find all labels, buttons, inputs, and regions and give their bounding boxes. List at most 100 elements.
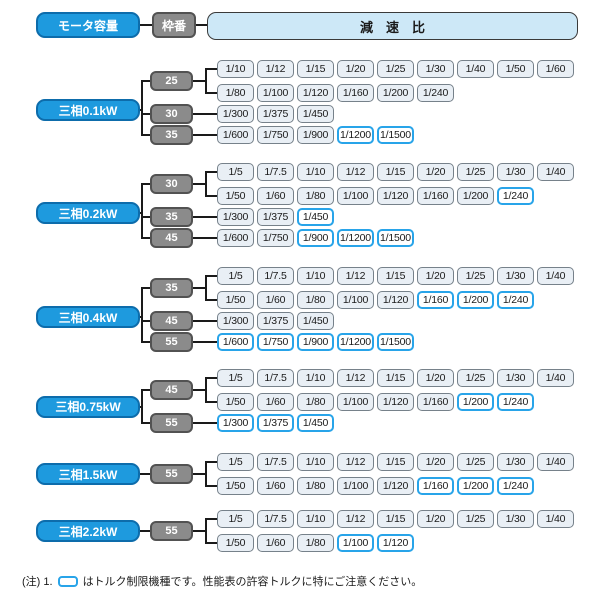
ratio-box: 1/240 (417, 84, 454, 102)
ratio-box: 1/160 (417, 393, 454, 411)
ratio-box: 1/12 (337, 453, 374, 471)
ratio-box: 1/60 (257, 187, 294, 205)
motor-capacity-box: 三相0.2kW (36, 202, 140, 224)
ratio-box: 1/40 (537, 369, 574, 387)
frame-number-box: 45 (150, 311, 193, 331)
ratio-box-torque-limited: 1/300 (217, 414, 254, 432)
ratio-box: 1/5 (217, 510, 254, 528)
ratio-box-torque-limited: 1/120 (377, 534, 414, 552)
ratio-box: 1/50 (217, 477, 254, 495)
connector-line (141, 389, 150, 391)
connector-line (205, 171, 217, 173)
ratio-box-torque-limited: 1/240 (497, 187, 534, 205)
connector-line (141, 183, 150, 185)
connector-line (141, 422, 150, 424)
frame-number-box: 55 (150, 332, 193, 352)
ratio-box: 1/30 (417, 60, 454, 78)
ratio-box-torque-limited: 1/600 (217, 333, 254, 351)
connector-line (205, 92, 217, 94)
connector-line (205, 461, 207, 487)
ratio-box: 1/600 (217, 229, 254, 247)
connector-line (193, 216, 217, 218)
ratio-box: 1/30 (497, 163, 534, 181)
ratio-box: 1/30 (497, 369, 534, 387)
ratio-box: 1/50 (217, 393, 254, 411)
ratio-box: 1/100 (337, 477, 374, 495)
ratio-box: 1/50 (217, 187, 254, 205)
ratio-box-torque-limited: 1/1200 (337, 126, 374, 144)
ratio-box: 1/25 (457, 453, 494, 471)
connector-line (193, 389, 207, 391)
connector-line (141, 287, 150, 289)
ratio-box: 1/120 (377, 477, 414, 495)
ratio-box: 1/160 (337, 84, 374, 102)
ratio-box: 1/60 (257, 291, 294, 309)
ratio-box: 1/300 (217, 208, 254, 226)
connector-line (205, 377, 207, 403)
ratio-box: 1/30 (497, 453, 534, 471)
ratio-box: 1/60 (537, 60, 574, 78)
connector-line (141, 113, 150, 115)
ratio-box-torque-limited: 1/1500 (377, 229, 414, 247)
connector-line (205, 275, 217, 277)
ratio-box-torque-limited: 1/375 (257, 414, 294, 432)
ratio-box: 1/15 (377, 267, 414, 285)
frame-number-box: 30 (150, 104, 193, 124)
connector-line (141, 80, 143, 136)
ratio-box: 1/50 (217, 534, 254, 552)
connector-line (193, 113, 217, 115)
connector-line (140, 530, 150, 532)
ratio-box: 1/7.5 (257, 163, 294, 181)
ratio-box: 1/10 (217, 60, 254, 78)
ratio-box: 1/80 (297, 477, 334, 495)
ratio-box: 1/20 (417, 163, 454, 181)
ratio-box-torque-limited: 1/450 (297, 208, 334, 226)
ratio-box-torque-limited: 1/1500 (377, 333, 414, 351)
connector-line (141, 183, 143, 239)
connector-line (205, 195, 217, 197)
frame-number-box: 55 (150, 413, 193, 433)
connector-line (193, 473, 207, 475)
connector-line (193, 422, 217, 424)
ratio-box: 1/7.5 (257, 453, 294, 471)
connector-line (141, 287, 143, 343)
ratio-box-torque-limited: 1/450 (297, 414, 334, 432)
ratio-box: 1/7.5 (257, 369, 294, 387)
connector-line (193, 237, 217, 239)
ratio-box: 1/900 (297, 126, 334, 144)
connector-line (205, 461, 217, 463)
frame-number-box: 45 (150, 228, 193, 248)
ratio-box: 1/100 (337, 291, 374, 309)
torque-limited-legend-icon (57, 575, 78, 587)
ratio-box-torque-limited: 1/200 (457, 393, 494, 411)
ratio-box: 1/20 (417, 510, 454, 528)
ratio-box: 1/300 (217, 105, 254, 123)
connector-line (141, 134, 150, 136)
ratio-box: 1/60 (257, 393, 294, 411)
frame-number-box: 35 (150, 207, 193, 227)
ratio-box: 1/15 (377, 369, 414, 387)
ratio-box: 1/15 (377, 453, 414, 471)
motor-capacity-box: 三相0.1kW (36, 99, 140, 121)
footnote-prefix: (注) 1. (22, 576, 53, 588)
ratio-box: 1/5 (217, 369, 254, 387)
ratio-box: 1/20 (417, 453, 454, 471)
connector-line (193, 530, 207, 532)
ratio-box: 1/450 (297, 312, 334, 330)
connector-line (193, 80, 207, 82)
ratio-box: 1/375 (257, 312, 294, 330)
ratio-box: 1/5 (217, 267, 254, 285)
connector-line (140, 24, 152, 26)
ratio-box: 1/50 (217, 291, 254, 309)
ratio-box: 1/12 (337, 369, 374, 387)
ratio-box: 1/60 (257, 477, 294, 495)
ratio-box: 1/40 (537, 163, 574, 181)
connector-line (205, 68, 217, 70)
footnote: (注) 1. はトルク制限機種です。性能表の許容トルクに特にご注意ください。 (22, 573, 422, 589)
ratio-box: 1/600 (217, 126, 254, 144)
ratio-box: 1/40 (457, 60, 494, 78)
ratio-box-torque-limited: 1/160 (417, 291, 454, 309)
frame-number-box: 35 (150, 125, 193, 145)
frame-number-box: 45 (150, 380, 193, 400)
